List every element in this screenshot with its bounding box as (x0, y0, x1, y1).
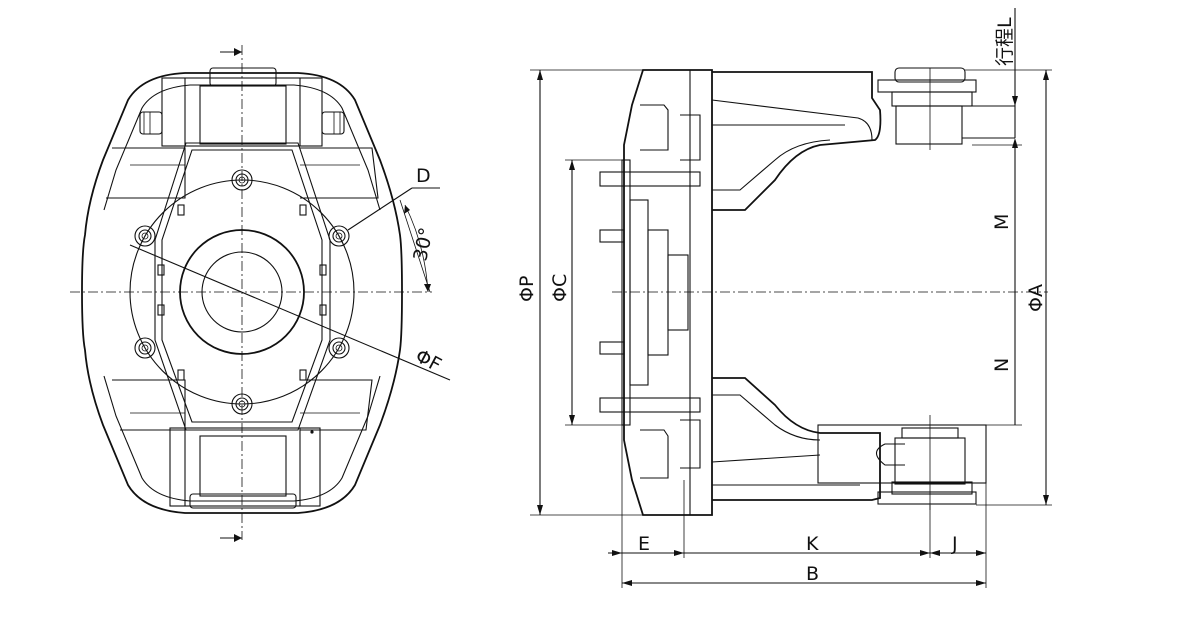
phi-f-leader (129, 244, 451, 381)
side-pins (599, 171, 701, 413)
front-view: D 30° ΦF (70, 45, 451, 542)
label-n: N (991, 358, 1013, 372)
label-phi-c: ΦC (549, 274, 571, 302)
d-leader (347, 187, 413, 231)
upper-arm (712, 71, 882, 211)
side-main-body (623, 69, 713, 516)
label-angle: 30° (409, 226, 438, 264)
label-b: B (806, 563, 819, 585)
label-d: D (416, 165, 431, 187)
label-stroke-l: 行程L (994, 17, 1016, 66)
upper-jaw (877, 67, 1015, 150)
label-m: M (991, 214, 1013, 230)
bottom-clamp-block (169, 427, 321, 507)
label-k: K (806, 533, 819, 555)
label-j: J (951, 533, 958, 555)
lower-jaw (817, 415, 987, 510)
label-phi-f: ΦF (412, 345, 445, 377)
side-view: ΦP ΦC M N ΦA 行程L E (516, 8, 1052, 588)
label-e: E (638, 533, 650, 555)
label-phi-a: ΦA (1025, 284, 1047, 312)
front-outer-housing (81, 72, 403, 514)
front-hex-body (154, 142, 331, 431)
lower-arm (712, 377, 881, 501)
angle-arc (404, 204, 429, 293)
label-phi-p: ΦP (516, 276, 538, 302)
